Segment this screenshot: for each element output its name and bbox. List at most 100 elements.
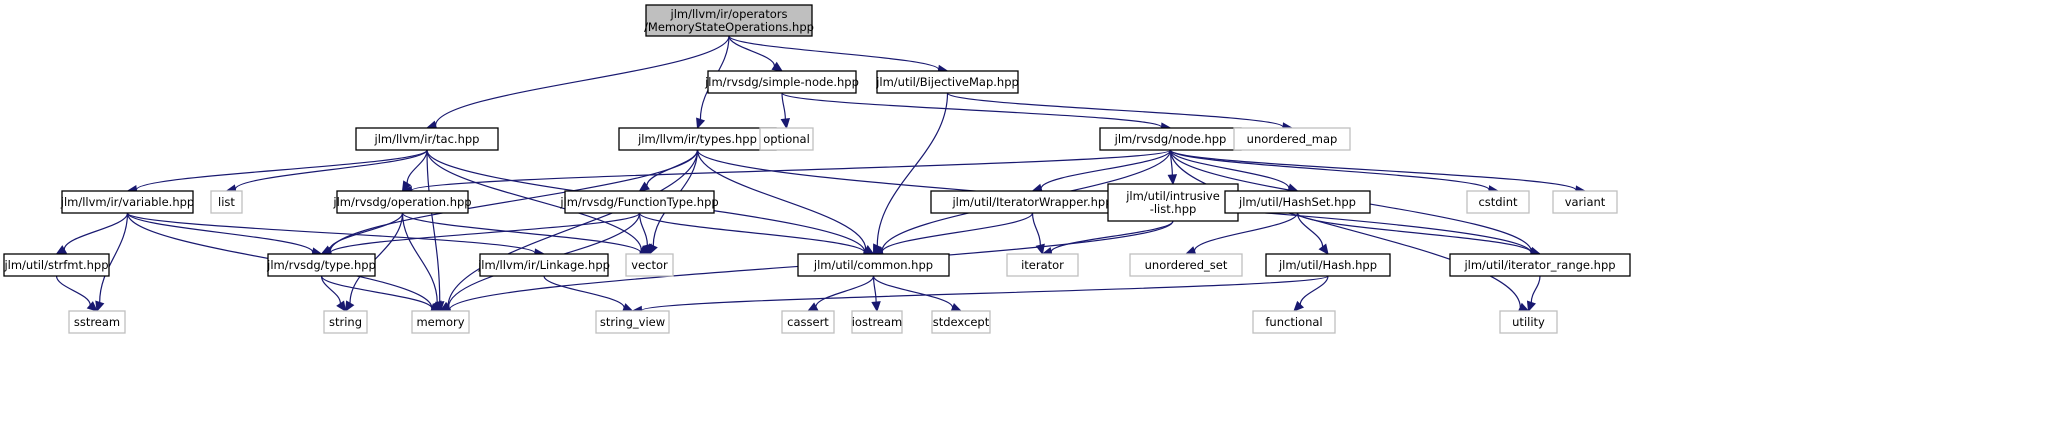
node-node[interactable]: jlm/rvsdg/node.hpp xyxy=(1099,127,1242,151)
node-box xyxy=(625,253,674,277)
edge-node-to-iterwrapper xyxy=(1040,149,1172,189)
edges-layer xyxy=(55,35,1587,316)
node-tac[interactable]: jlm/llvm/ir/tac.hpp xyxy=(355,127,499,151)
arrowhead-icon xyxy=(1035,243,1045,256)
edge-node-to-variant xyxy=(1169,149,1577,191)
arrowhead-icon xyxy=(336,300,347,313)
edge-tac-to-variable xyxy=(135,149,428,191)
node-iterwrapper[interactable]: jlm/util/IteratorWrapper.hpp xyxy=(930,190,1135,214)
node-list: list xyxy=(210,190,243,214)
node-label: /MemoryStateOperations.hpp xyxy=(644,20,814,34)
node-bijective[interactable]: jlm/util/BijectiveMap.hpp xyxy=(875,70,1019,94)
node-box xyxy=(1449,253,1631,277)
node-box xyxy=(595,310,670,334)
node-variant: variant xyxy=(1552,190,1618,214)
node-iostream: iostream xyxy=(851,310,903,334)
node-box xyxy=(411,310,470,334)
node-box xyxy=(707,70,857,94)
edge-tac-to-memory xyxy=(426,149,441,303)
node-simple-node[interactable]: jlm/rvsdg/simple-node.hpp xyxy=(704,70,859,94)
edge-simple-node-to-node xyxy=(781,92,1163,128)
edge-variable-to-rtype xyxy=(126,212,314,253)
node-functiontype[interactable]: jlm/rvsdg/FunctionType.hpp xyxy=(559,190,719,214)
node-label: functional xyxy=(1265,315,1322,329)
node-label: jlm/util/BijectiveMap.hpp xyxy=(875,75,1019,89)
arrowhead-icon xyxy=(638,181,651,192)
node-label: jlm/llvm/ir/tac.hpp xyxy=(374,132,480,146)
node-label: jlm/rvsdg/type.hpp xyxy=(266,258,376,272)
node-string: string xyxy=(323,310,368,334)
edge-iterwrapper-to-iterator xyxy=(1031,212,1041,246)
edge-operation-to-string xyxy=(349,212,404,304)
node-label: jlm/rvsdg/FunctionType.hpp xyxy=(559,195,718,209)
node-vector: vector xyxy=(625,253,674,277)
edge-variable-to-sstream xyxy=(99,212,129,303)
arrowhead-icon xyxy=(621,303,634,312)
edge-functiontype-to-vector xyxy=(638,212,648,246)
edge-node-to-utility xyxy=(1169,149,1521,308)
edge-operation-to-memory xyxy=(401,212,438,303)
node-utility: utility xyxy=(1499,310,1558,334)
edge-rtype-to-memory xyxy=(320,275,433,309)
node-iterator: iterator xyxy=(1006,253,1079,277)
edge-node-to-operation xyxy=(410,149,1172,192)
node-label: sstream xyxy=(74,315,120,329)
node-box xyxy=(336,190,469,214)
node-hashset[interactable]: jlm/util/HashSet.hpp xyxy=(1224,190,1371,214)
node-types[interactable]: jlm/llvm/ir/types.hpp xyxy=(618,127,777,151)
edge-tac-to-vector xyxy=(426,149,642,251)
arrowhead-icon xyxy=(95,300,105,313)
arrowhead-icon xyxy=(344,300,355,313)
node-box xyxy=(1107,183,1239,222)
node-label: stdexcept xyxy=(933,315,990,329)
node-label: jlm/util/common.hpp xyxy=(813,258,933,272)
node-memory: memory xyxy=(411,310,470,334)
edge-hashset-to-hash xyxy=(1296,212,1324,247)
edge-intrusive-to-iterator xyxy=(1050,220,1174,253)
edge-iterrange-to-utility xyxy=(1530,275,1541,303)
node-label: jlm/rvsdg/operation.hpp xyxy=(332,195,471,209)
edge-bijective-to-unordered-map xyxy=(946,92,1284,128)
node-box xyxy=(267,253,376,277)
edge-root-to-simple-node xyxy=(728,35,776,67)
node-label: unordered_set xyxy=(1145,258,1228,272)
node-optional: optional xyxy=(759,127,814,151)
edge-types-to-rtype xyxy=(329,149,699,252)
node-label: utility xyxy=(1512,315,1545,329)
node-label: iterator xyxy=(1021,258,1064,272)
edge-node-to-hashset xyxy=(1169,149,1290,189)
node-label: jlm/util/iterator_range.hpp xyxy=(1463,258,1615,272)
node-label: memory xyxy=(416,315,464,329)
edge-common-to-iostream xyxy=(872,275,877,303)
node-label: jlm/llvm/ir/types.hpp xyxy=(637,132,757,146)
edge-rtype-to-string xyxy=(320,275,342,304)
node-unordered-map: unordered_map xyxy=(1233,127,1351,151)
node-common[interactable]: jlm/util/common.hpp xyxy=(797,253,950,277)
edge-hashset-to-iterrange xyxy=(1296,212,1532,254)
node-variable[interactable]: jlm/llvm/ir/variable.hpp xyxy=(60,190,194,214)
node-label: unordered_map xyxy=(1247,132,1338,146)
node-root[interactable]: jlm/llvm/ir/operators/MemoryStateOperati… xyxy=(644,4,814,37)
edge-hashset-to-unordered-set xyxy=(1193,212,1299,252)
edge-simple-node-to-optional xyxy=(781,92,786,120)
node-hash[interactable]: jlm/util/Hash.hpp xyxy=(1265,253,1391,277)
node-box xyxy=(355,127,499,151)
node-operation[interactable]: jlm/rvsdg/operation.hpp xyxy=(332,190,472,214)
nodes-layer: jlm/llvm/ir/operators/MemoryStateOperati… xyxy=(3,4,1631,334)
edge-linkage-to-string-view xyxy=(543,275,625,308)
node-label: jlm/rvsdg/simple-node.hpp xyxy=(704,75,859,89)
node-intrusive[interactable]: jlm/util/intrusive-list.hpp xyxy=(1107,183,1239,222)
node-linkage[interactable]: jlm/llvm/ir/Linkage.hpp xyxy=(477,253,610,277)
node-strfmt[interactable]: jlm/util/strfmt.hpp xyxy=(3,253,110,277)
node-box xyxy=(68,310,126,334)
node-unordered-set: unordered_set xyxy=(1129,253,1243,277)
node-box xyxy=(1499,310,1558,334)
edge-common-to-stdexcept xyxy=(872,275,954,308)
node-box xyxy=(1252,310,1336,334)
edge-functiontype-to-rtype xyxy=(329,212,641,254)
node-rtype[interactable]: jlm/rvsdg/type.hpp xyxy=(266,253,376,277)
node-label: string_view xyxy=(600,315,665,329)
node-iterrange[interactable]: jlm/util/iterator_range.hpp xyxy=(1449,253,1631,277)
node-box xyxy=(1233,127,1351,151)
